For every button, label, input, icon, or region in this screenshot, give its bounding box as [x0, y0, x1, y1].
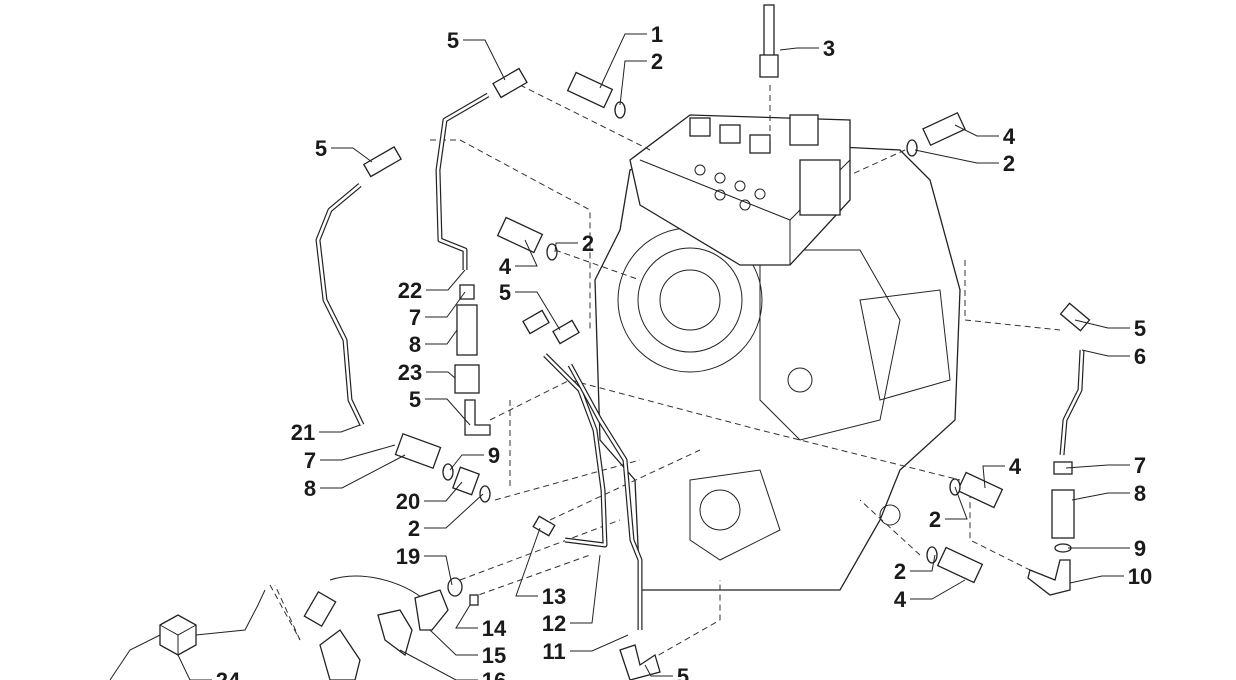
transmission-housing	[594, 139, 961, 591]
callout-number: 20	[396, 489, 420, 514]
callout-number: 11	[542, 639, 565, 664]
leader-line	[425, 398, 471, 426]
callout-number: 5	[1134, 316, 1146, 341]
leader-line	[954, 124, 999, 137]
callout-number: 4	[1009, 454, 1022, 479]
callout-number: 5	[315, 136, 327, 161]
leader-line	[424, 493, 484, 529]
leader-line	[320, 444, 396, 461]
callout-number: 4	[1003, 124, 1016, 149]
leader-line	[910, 554, 936, 572]
leader-line	[1071, 492, 1130, 501]
leader-line	[320, 454, 406, 489]
leader-line	[424, 555, 453, 586]
callout-number: 1	[651, 22, 663, 47]
callout-number: 5	[677, 664, 689, 680]
leader-line	[910, 579, 966, 600]
leader-lines	[177, 33, 1130, 680]
callout-number: 4	[894, 587, 907, 612]
leader-line	[914, 149, 999, 164]
callout-number: 3	[823, 36, 835, 61]
leader-line	[455, 604, 478, 629]
callout-number: 8	[1134, 481, 1146, 506]
callout-number: 7	[409, 305, 421, 330]
leader-line	[425, 291, 466, 318]
leader-line	[426, 371, 456, 379]
leader-line	[463, 39, 506, 81]
leader-line	[331, 147, 373, 163]
leader-line	[945, 486, 968, 520]
valve-block	[629, 114, 851, 266]
callout-number: 24	[216, 668, 241, 680]
callout-number: 2	[1003, 151, 1015, 176]
leader-line	[1081, 349, 1130, 357]
callout-number: 21	[291, 420, 315, 445]
callout-number: 4	[499, 254, 512, 279]
leader-line	[1065, 464, 1130, 469]
callout-number: 9	[488, 443, 500, 468]
leader-line	[424, 481, 463, 502]
leader-line	[177, 654, 212, 680]
pipes	[315, 92, 1085, 630]
callout-number: 13	[542, 584, 566, 609]
callout-number: 2	[929, 507, 941, 532]
callout-number: 6	[1134, 344, 1146, 369]
leader-line	[1069, 575, 1124, 584]
callout-number: 2	[894, 559, 906, 584]
callout-number: 22	[398, 278, 422, 303]
sensor-harness	[109, 575, 479, 680]
leader-line	[399, 649, 478, 680]
callout-number: 12	[542, 611, 566, 636]
leader-line	[429, 629, 478, 656]
callout-number: 15	[482, 643, 506, 668]
leader-line	[570, 634, 629, 652]
leader-line	[426, 269, 466, 291]
callout-number: 2	[408, 516, 420, 541]
leader-line	[982, 465, 1005, 489]
callout-number: 19	[396, 544, 420, 569]
leader-line	[1074, 319, 1130, 329]
leader-line	[449, 454, 484, 471]
callout-number: 7	[1134, 453, 1146, 478]
callout-labels: 1234224552275823521798202191314121511162…	[216, 22, 1152, 680]
leader-line	[554, 242, 578, 253]
callout-number: 2	[582, 231, 594, 256]
callout-number: 8	[304, 476, 316, 501]
callout-number: 16	[482, 668, 506, 680]
callout-number: 9	[1134, 536, 1146, 561]
leader-line	[515, 239, 538, 267]
callout-number: 23	[398, 360, 422, 385]
leader-line	[779, 47, 819, 51]
callout-number: 7	[304, 448, 316, 473]
leader-line	[570, 554, 601, 624]
leader-line	[425, 329, 458, 345]
fittings	[362, 4, 1091, 680]
callout-number: 10	[1128, 564, 1152, 589]
callout-number: 5	[409, 387, 421, 412]
callout-number: 14	[482, 616, 507, 641]
callout-number: 2	[651, 49, 663, 74]
leader-line	[515, 527, 541, 597]
callout-number: 5	[447, 28, 459, 53]
leader-line	[515, 291, 561, 331]
leader-line	[319, 424, 361, 433]
leader-line	[619, 60, 647, 106]
callout-number: 8	[409, 332, 421, 357]
leader-line	[644, 664, 673, 677]
leader-line	[599, 33, 647, 89]
callout-number: 5	[499, 280, 511, 305]
